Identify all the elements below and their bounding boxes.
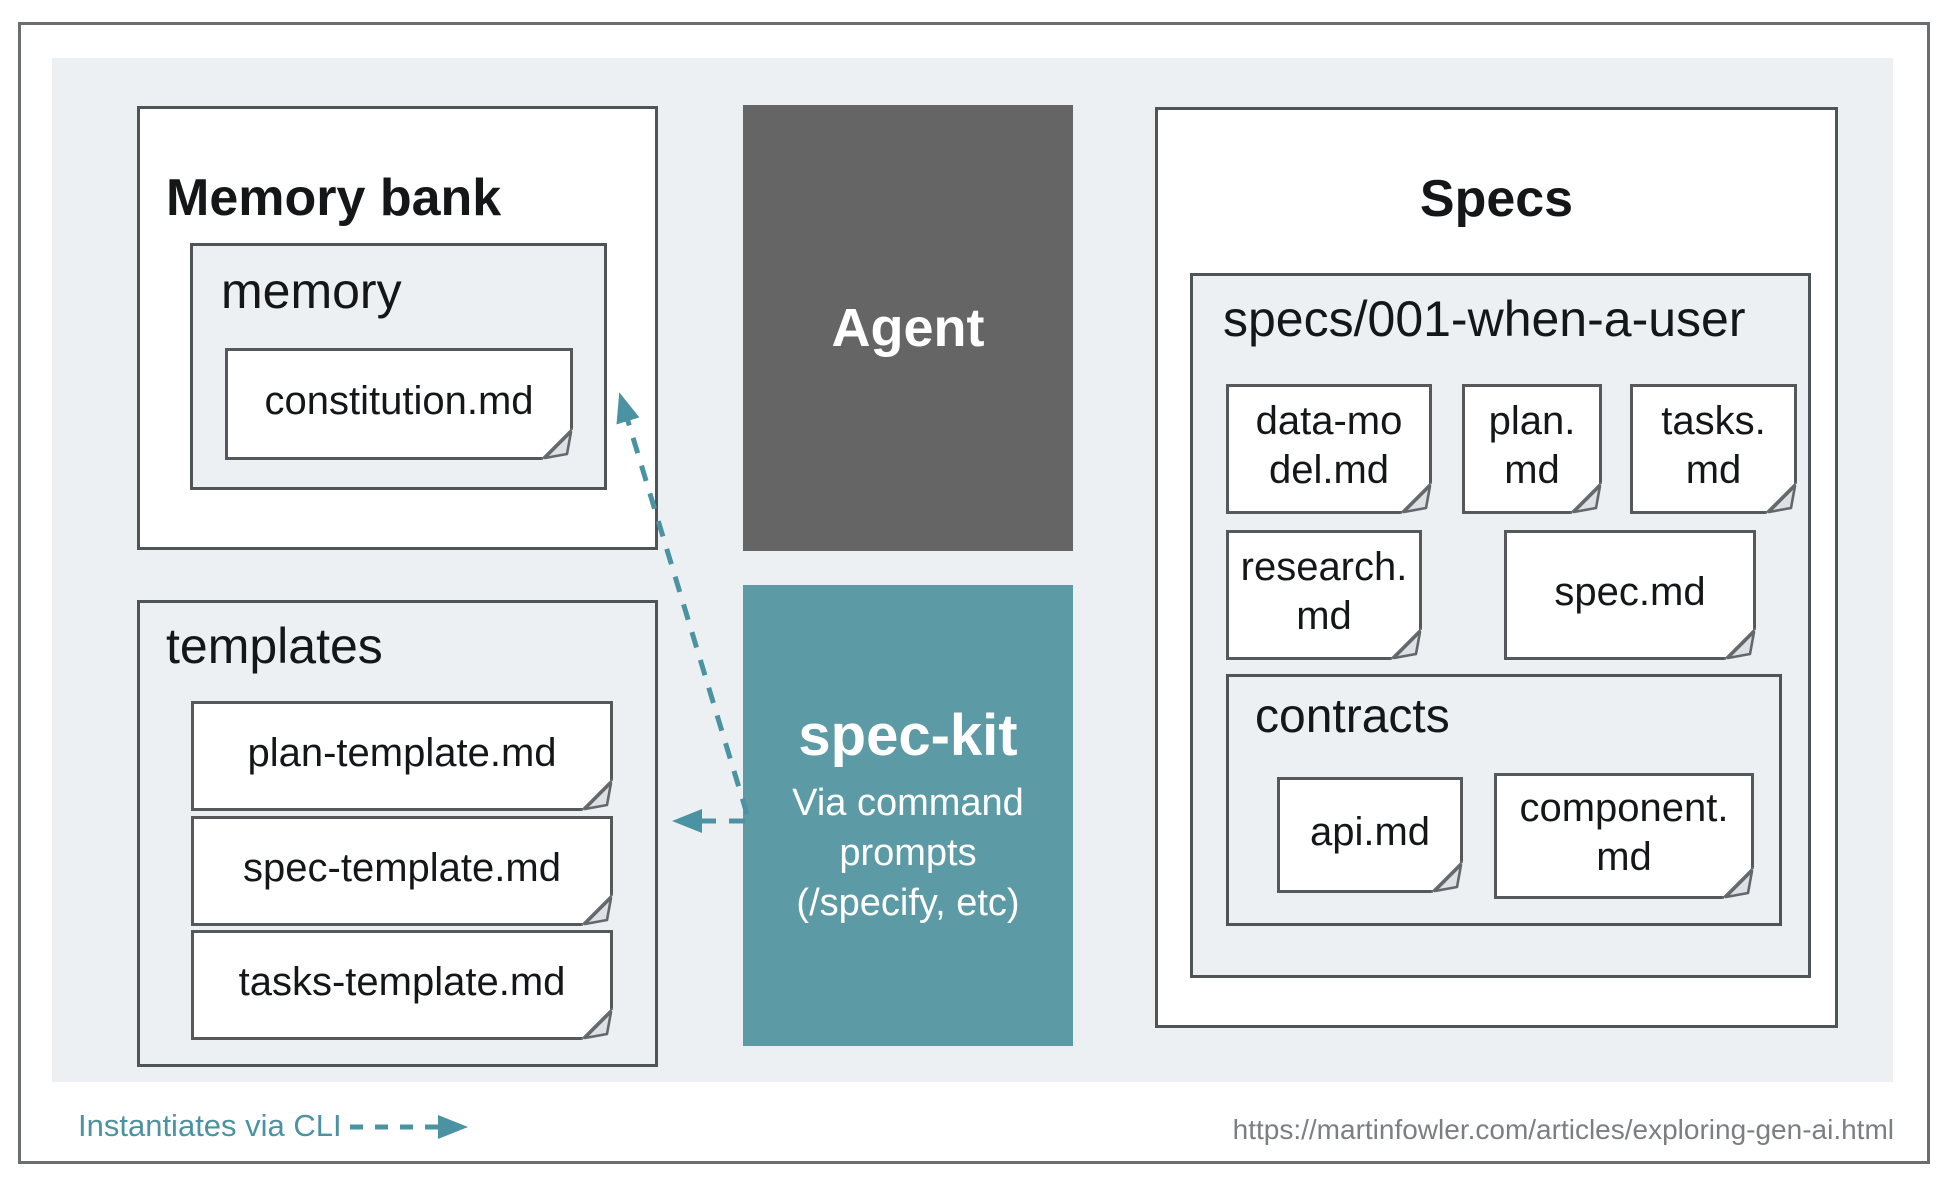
spec-kit-box: spec-kit Via command prompts (/specify, … [743, 585, 1073, 1046]
agent-label: Agent [831, 298, 985, 358]
doc-label: tasks-template.md [238, 959, 566, 1004]
spec-folder: specs/001-when-a-user data-mo del.md pla… [1190, 273, 1811, 978]
doc-tasks-template: tasks-template.md [191, 930, 613, 1040]
memory-folder-label: memory [221, 263, 402, 319]
doc-label: plan. md [1488, 399, 1576, 492]
doc-label: constitution.md [264, 378, 534, 423]
folded-corner-icon [1400, 482, 1432, 514]
doc-research: research. md [1226, 530, 1422, 660]
doc-plan: plan. md [1462, 384, 1602, 514]
folded-corner-icon [1390, 628, 1422, 660]
contracts-label: contracts [1255, 690, 1450, 743]
memory-bank-title: Memory bank [166, 169, 502, 228]
templates-box: templates plan-template.md spec-template… [137, 600, 658, 1067]
folded-corner-icon [1570, 482, 1602, 514]
spec-kit-subtitle: Via command prompts (/specify, etc) [792, 781, 1024, 924]
doc-label: research. md [1240, 545, 1408, 638]
specs-title: Specs [1419, 170, 1574, 229]
doc-label: spec.md [1554, 569, 1706, 614]
templates-label: templates [166, 618, 383, 674]
contracts-box: contracts api.md component. md [1226, 674, 1782, 926]
folded-corner-icon [1431, 861, 1463, 893]
doc-spec-template: spec-template.md [191, 816, 613, 926]
folded-corner-icon [581, 1008, 613, 1040]
doc-label: api.md [1309, 809, 1431, 854]
outer-border [18, 22, 1930, 1164]
doc-constitution: constitution.md [225, 348, 573, 460]
folded-corner-icon [541, 428, 573, 460]
folded-corner-icon [1724, 628, 1756, 660]
doc-label: plan-template.md [247, 730, 557, 775]
memory-folder: memory constitution.md [190, 243, 607, 490]
folded-corner-icon [1765, 482, 1797, 514]
footer-url: https://martinfowler.com/articles/explor… [1232, 1114, 1894, 1145]
spec-kit-title: spec-kit [798, 702, 1018, 768]
doc-label: data-mo del.md [1255, 399, 1403, 492]
folded-corner-icon [581, 894, 613, 926]
doc-label: tasks. md [1661, 399, 1766, 492]
doc-spec: spec.md [1504, 530, 1756, 660]
legend-label: Instantiates via CLI [78, 1108, 342, 1143]
doc-plan-template: plan-template.md [191, 701, 613, 811]
doc-api: api.md [1277, 777, 1463, 893]
specs-box: Specs specs/001-when-a-user data-mo del.… [1155, 107, 1838, 1028]
memory-bank-box: Memory bank memory constitution.md [137, 106, 658, 550]
doc-component: component. md [1494, 773, 1754, 899]
doc-label: spec-template.md [243, 845, 561, 890]
doc-tasks: tasks. md [1630, 384, 1797, 514]
doc-label: component. md [1519, 786, 1729, 879]
folded-corner-icon [1722, 867, 1754, 899]
agent-box: Agent [743, 105, 1073, 551]
doc-data-model: data-mo del.md [1226, 384, 1432, 514]
spec-folder-label: specs/001-when-a-user [1223, 291, 1746, 347]
folded-corner-icon [581, 779, 613, 811]
